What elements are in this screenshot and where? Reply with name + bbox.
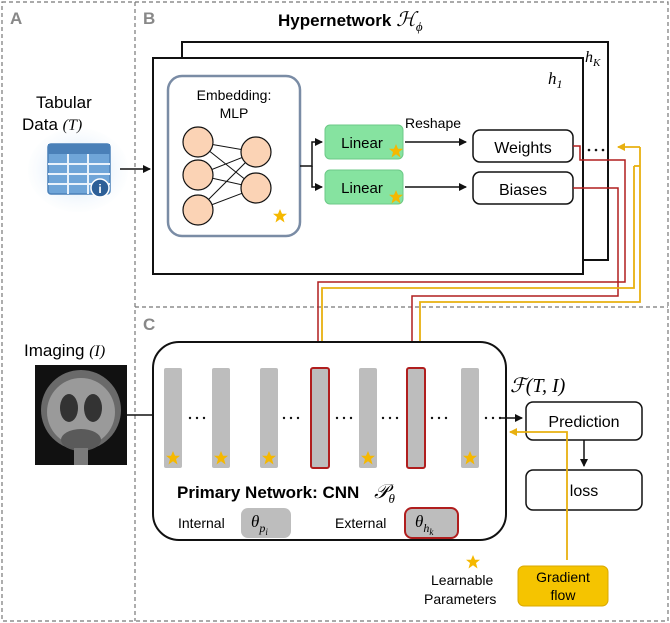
imaging-label: Imaging (I) [24,341,105,360]
embedding-label-line1: Embedding: [197,87,272,103]
mlp-to-linear-bottom-arrow [311,166,323,191]
svg-text:i: i [98,182,101,196]
mlp-to-linear-top-arrow [300,138,323,167]
mlp-network-icon [182,126,272,226]
legend-gradient-line2: flow [551,587,577,603]
hypernet-label-hk: hK [585,49,601,69]
output-function: ℱ(T, I) [510,375,566,397]
panel-label-b: B [143,9,155,28]
cnn-internal-layer [260,368,278,468]
gradient-to-cnn-arrow [509,428,568,512]
external-theta-box [404,507,459,539]
prediction-label: Prediction [548,414,619,431]
table-icon: i [28,128,128,212]
weights-to-external-layer-1 [314,145,626,365]
reshape-label: Reshape [405,115,461,131]
external-theta: θhk [415,512,434,537]
legend-learnable-line1: Learnable [431,572,493,588]
internal-theta: θpi [251,512,268,537]
gradient-flow-legend-box [517,565,609,607]
cnn-external-layer [406,367,426,469]
gradient-line-2 [419,166,641,364]
legend-gradient-line1: Gradient [536,569,590,585]
biases-label: Biases [499,182,547,199]
internal-label: Internal [178,515,225,531]
cnn-external-layer [310,367,330,469]
cnn-internal-layer [212,368,230,468]
loss-label: loss [570,483,598,500]
loss-box [525,469,643,511]
cnn-layers [164,367,502,469]
tabular-label-line1: Tabular [36,93,92,112]
hypernet-label-h1: h1 [548,69,563,91]
cnn-internal-layer [164,368,182,468]
internal-theta-box [241,508,291,538]
weights-label: Weights [494,140,552,157]
linear-top-box [324,124,404,160]
linear-bottom-box [324,169,404,205]
linear-top-label: Linear [341,135,383,152]
linear-bottom-label: Linear [341,180,383,197]
cnn-internal-layer [359,368,377,468]
external-label: External [335,515,386,531]
cnn-internal-layer [461,368,479,468]
panel-label-a: A [10,9,22,28]
learnable-legend-star-icon [466,555,480,569]
brain-mri-image [35,365,127,465]
legend-learnable-line2: Parameters [424,591,496,607]
biases-to-external-layer-2 [408,187,619,365]
hypernetwork-title: Hypernetwork ℋϕ [278,9,423,34]
embedding-label-line2: MLP [220,105,249,121]
panel-label-c: C [143,315,155,334]
gradient-line-1 [321,166,635,364]
